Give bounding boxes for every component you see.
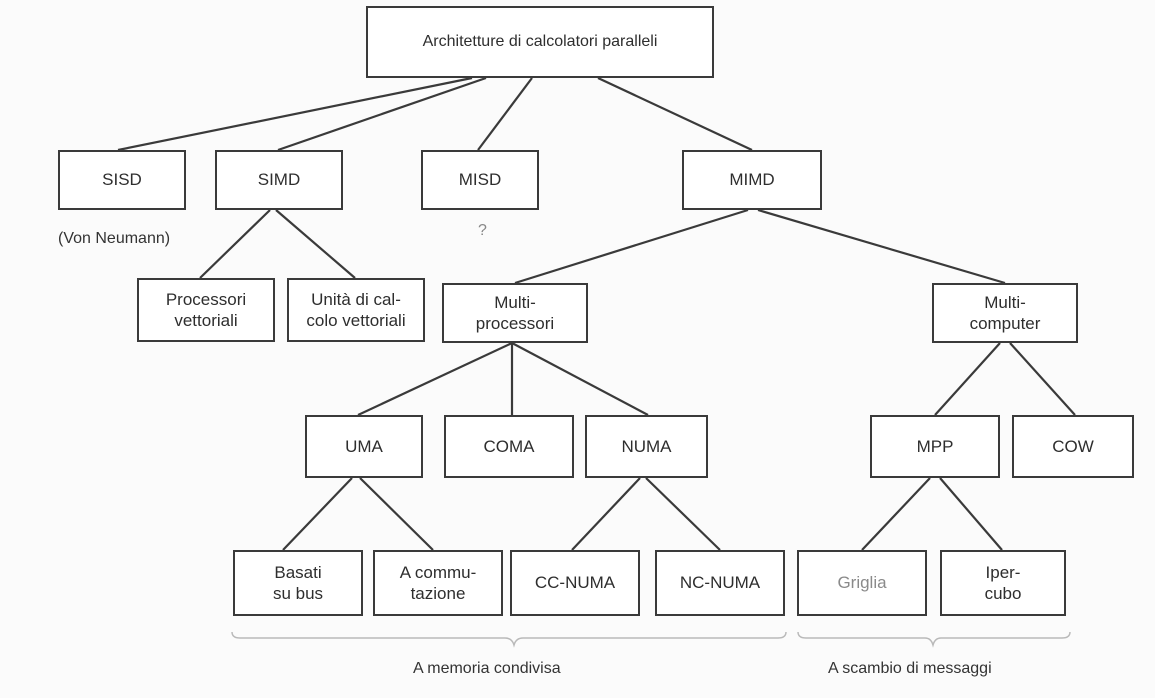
edge-mc-mpp bbox=[934, 342, 1001, 416]
edge-root-mimd bbox=[597, 77, 753, 151]
misd-node: MISD bbox=[421, 150, 539, 210]
hypercube-node: Iper- cubo bbox=[940, 550, 1066, 616]
edge-root-simd bbox=[277, 76, 487, 152]
edge-uma-bus bbox=[282, 477, 353, 551]
edge-mpp-grid bbox=[861, 477, 931, 551]
vector-processors-node: Processori vettoriali bbox=[137, 278, 275, 342]
multiprocessors-node: Multi- processori bbox=[442, 283, 588, 343]
sisd-node: SISD bbox=[58, 150, 186, 210]
shared-memory-label: A memoria condivisa bbox=[413, 660, 561, 677]
edge-numa-cc bbox=[571, 477, 641, 551]
edge-root-misd bbox=[477, 77, 533, 151]
message-passing-label: A scambio di messaggi bbox=[828, 660, 992, 677]
edge-mp-uma bbox=[357, 342, 513, 416]
uma-node: UMA bbox=[305, 415, 423, 478]
edge-mpp-hypercube bbox=[939, 477, 1003, 551]
array-processors-node: Unità di cal- colo vettoriali bbox=[287, 278, 425, 342]
switched-node: A commu- tazione bbox=[373, 550, 503, 616]
edge-simd-vector-processors bbox=[199, 209, 271, 279]
cc-numa-node: CC-NUMA bbox=[510, 550, 640, 616]
message-passing-bracket bbox=[797, 631, 1071, 648]
cow-node: COW bbox=[1012, 415, 1134, 478]
nc-numa-node: NC-NUMA bbox=[655, 550, 785, 616]
misd-note: ? bbox=[478, 222, 487, 239]
multicomputers-node: Multi- computer bbox=[932, 283, 1078, 343]
grid-node: Griglia bbox=[797, 550, 927, 616]
numa-node: NUMA bbox=[585, 415, 708, 478]
edge-simd-array-processors bbox=[275, 209, 356, 279]
edge-mimd-multiprocessors bbox=[514, 208, 749, 285]
coma-node: COMA bbox=[444, 415, 574, 478]
edge-numa-nc bbox=[645, 477, 721, 551]
edge-mimd-multicomputers bbox=[757, 208, 1006, 285]
shared-memory-bracket bbox=[231, 631, 787, 648]
mpp-node: MPP bbox=[870, 415, 1000, 478]
bus-based-node: Basati su bus bbox=[233, 550, 363, 616]
mimd-node: MIMD bbox=[682, 150, 822, 210]
simd-node: SIMD bbox=[215, 150, 343, 210]
root-node: Architetture di calcolatori paralleli bbox=[366, 6, 714, 78]
edge-root-sisd bbox=[117, 76, 473, 152]
edge-mc-cow bbox=[1009, 342, 1076, 416]
edge-uma-switched bbox=[359, 477, 434, 551]
sisd-note: (Von Neumann) bbox=[58, 230, 171, 247]
edge-mp-numa bbox=[511, 342, 649, 416]
